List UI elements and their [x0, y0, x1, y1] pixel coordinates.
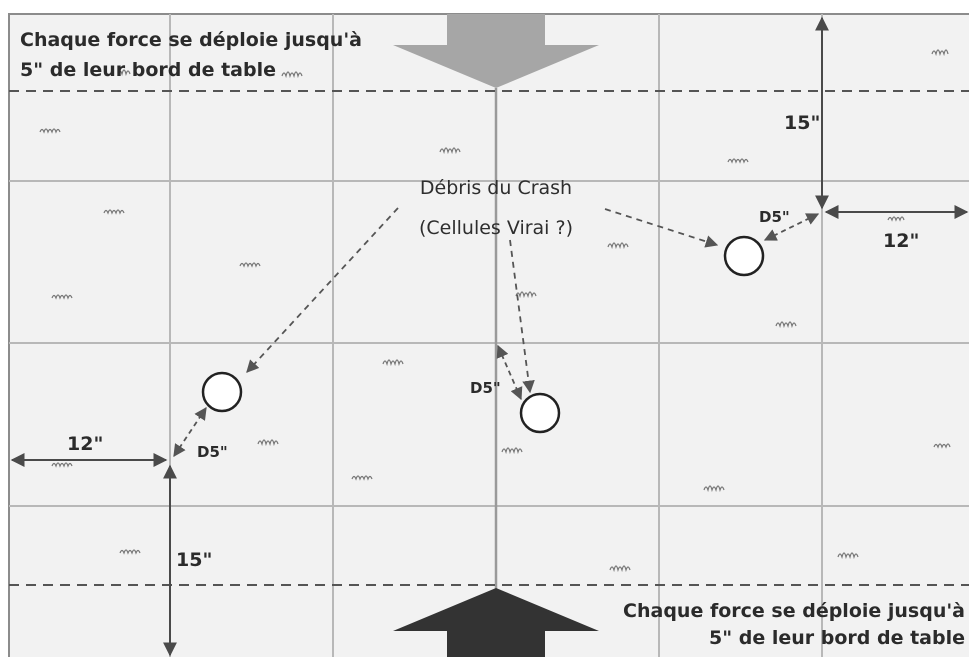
- top-deployment-text-line1: Chaque force se déploie jusqu'à: [20, 29, 362, 51]
- scatter-arrows: [173, 213, 820, 458]
- middle-scatter-label: D5": [470, 379, 501, 397]
- bottom-deployment-arrow: [393, 588, 599, 657]
- top-right-scatter-label: D5": [759, 208, 790, 226]
- objective-marker-top-right: [723, 235, 765, 277]
- top-right-vertical-label: 15": [784, 112, 820, 134]
- top-deployment-text-line2: 5" de leur bord de table: [20, 59, 276, 81]
- debris-pointers: [246, 207, 719, 394]
- top-right-horizontal-label: 12": [883, 230, 919, 252]
- objective-marker-left: [201, 371, 243, 413]
- bottom-left-vertical-label: 15": [176, 549, 212, 571]
- objective-marker-center: [519, 392, 561, 434]
- bottom-left-horizontal-label: 12": [67, 433, 103, 455]
- crash-debris-subtitle: (Cellules Virai ?): [419, 217, 573, 239]
- grass-tufts: [39, 49, 951, 573]
- left-scatter-label: D5": [197, 443, 228, 461]
- crash-debris-title: Débris du Crash: [420, 177, 572, 199]
- top-deployment-arrow: [393, 14, 599, 88]
- bottom-deployment-text-line2: 5" de leur bord de table: [709, 627, 965, 649]
- bottom-deployment-text-line1: Chaque force se déploie jusqu'à: [623, 600, 965, 622]
- table-surface: [8, 13, 969, 657]
